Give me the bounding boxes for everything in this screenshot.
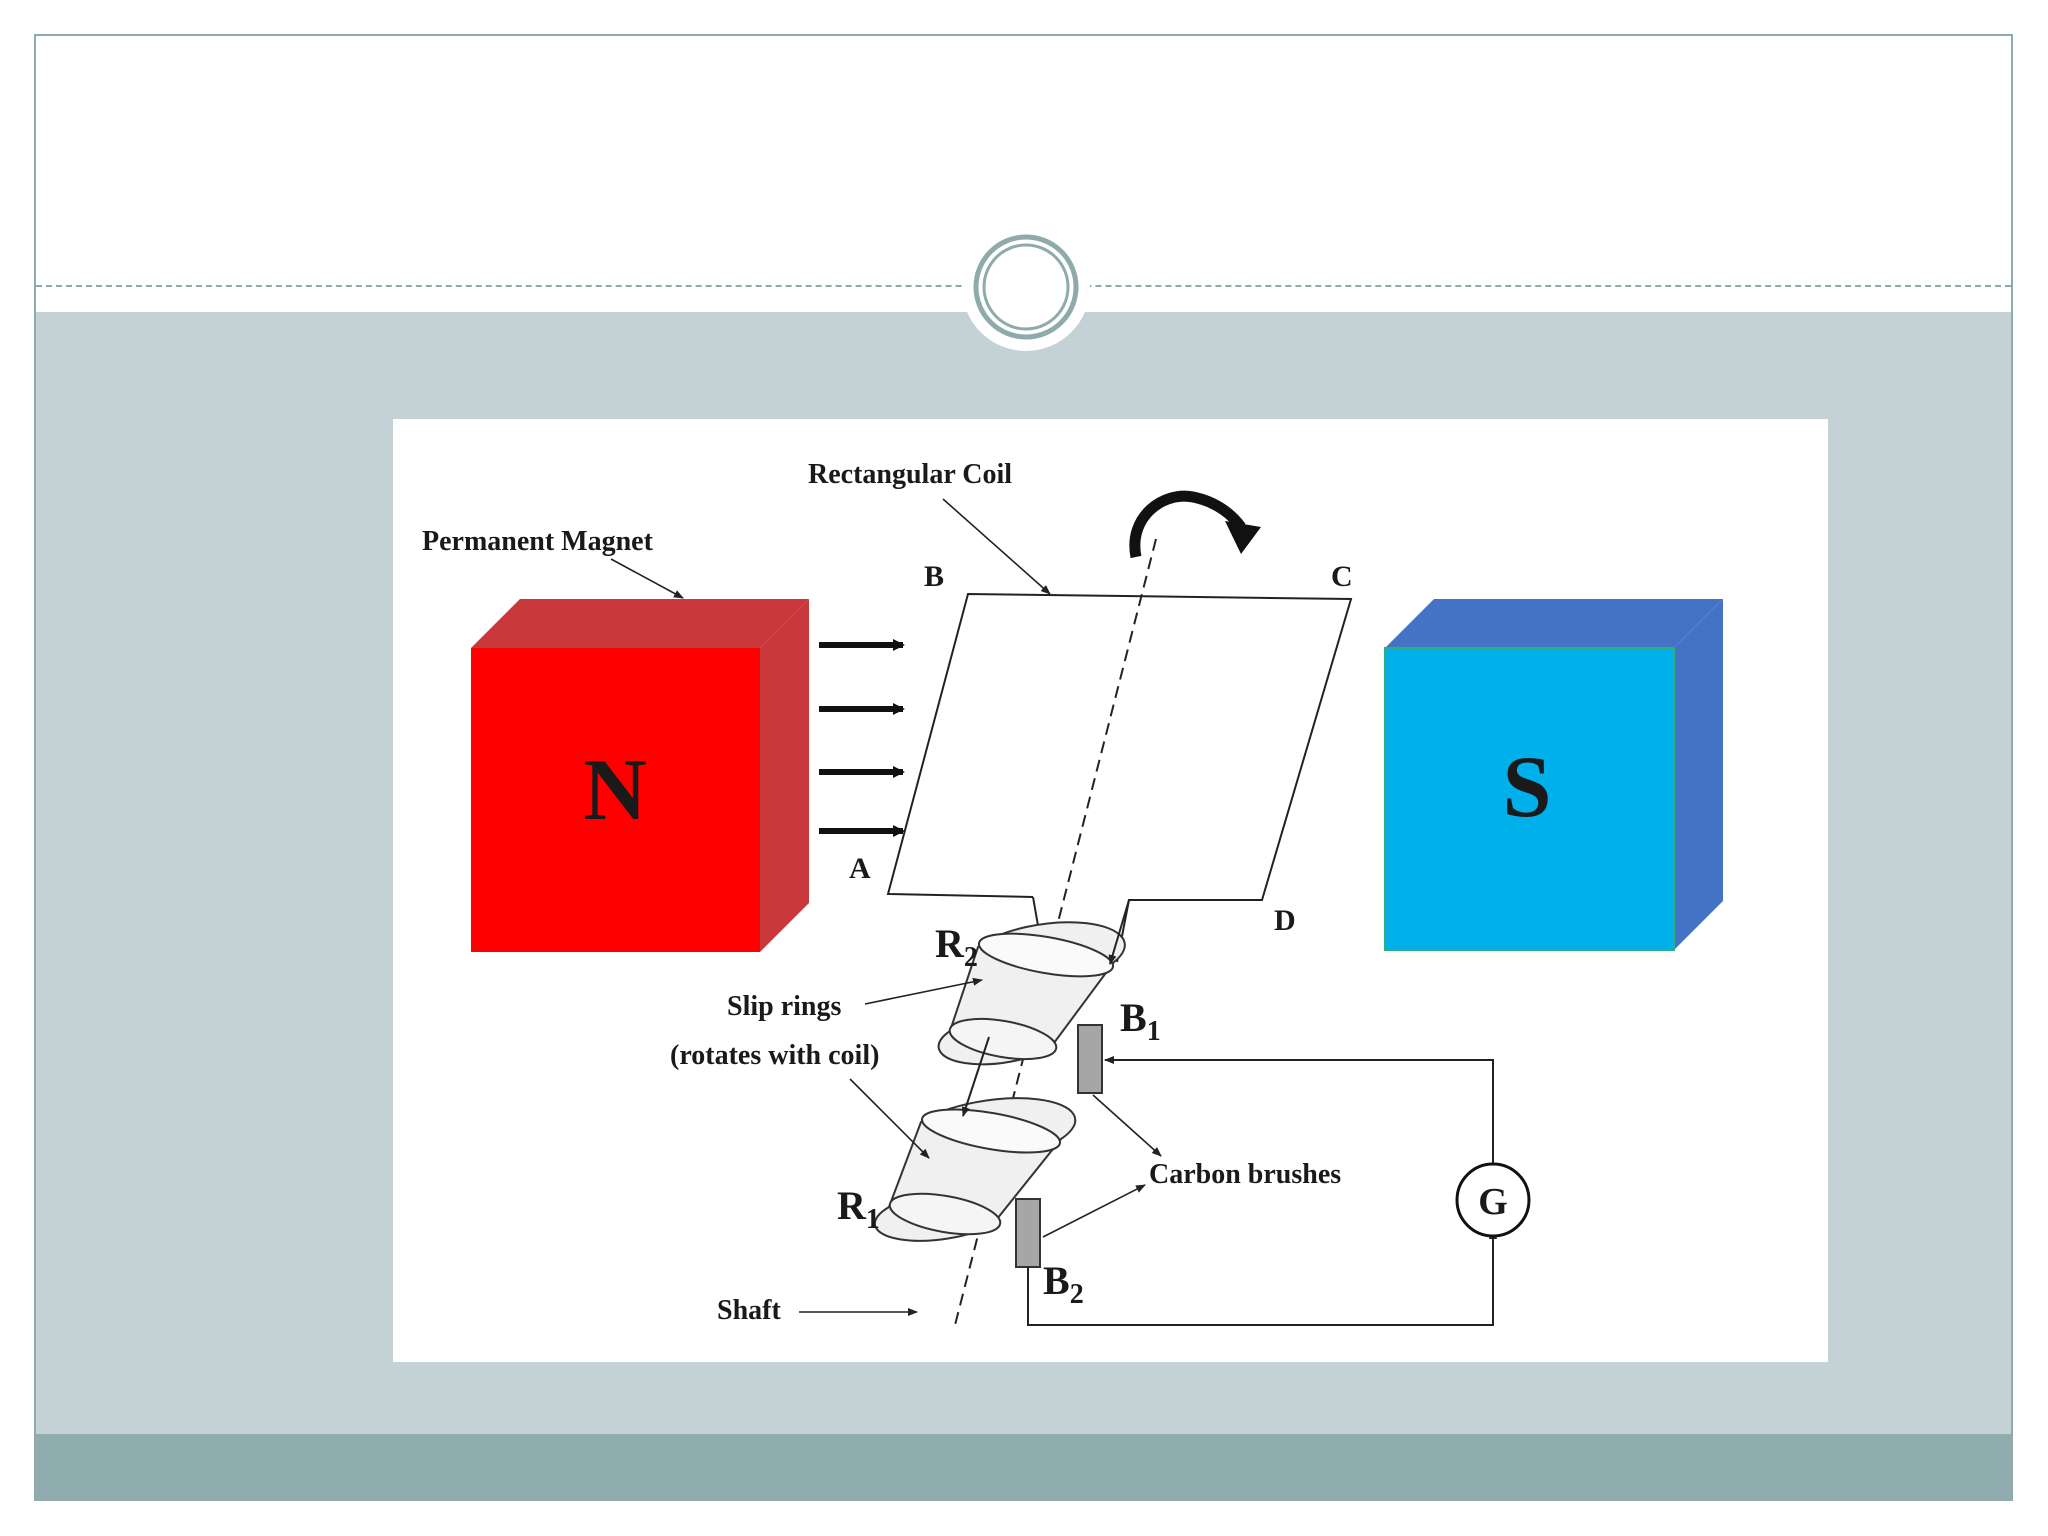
label-shaft: Shaft bbox=[717, 1295, 781, 1326]
south-magnet-side bbox=[1674, 599, 1723, 950]
label-permanent-magnet: Permanent Magnet bbox=[422, 526, 654, 557]
footer-bar bbox=[36, 1434, 2011, 1499]
south-magnet: S bbox=[1384, 599, 1723, 951]
corner-d: D bbox=[1274, 904, 1296, 937]
carbon-brush-b2 bbox=[1015, 1198, 1041, 1268]
north-magnet: N bbox=[471, 599, 809, 952]
label-rotates-with-coil: (rotates with coil) bbox=[670, 1040, 879, 1071]
south-pole-label: S bbox=[1503, 739, 1552, 836]
north-magnet-top bbox=[471, 599, 809, 648]
pointer-rectangular-coil bbox=[942, 498, 1051, 595]
pointer-permanent-magnet bbox=[610, 558, 684, 599]
north-magnet-side bbox=[760, 599, 809, 952]
slide: N S bbox=[34, 34, 2013, 1501]
slip-ring-r2 bbox=[937, 921, 1126, 1066]
lead-from-d bbox=[1108, 899, 1130, 965]
pointer-slip-ring-top bbox=[864, 977, 983, 1005]
label-b1: B1 bbox=[1120, 995, 1161, 1047]
carbon-brush-b1 bbox=[1077, 1024, 1103, 1094]
label-carbon-brushes: Carbon brushes bbox=[1149, 1159, 1341, 1190]
pointer-lines bbox=[610, 498, 1162, 1316]
ring-icon bbox=[973, 234, 1079, 340]
south-magnet-top bbox=[1385, 599, 1723, 648]
circuit-wire-b2 bbox=[1027, 1229, 1497, 1326]
label-r1: R1 bbox=[837, 1183, 880, 1235]
north-pole-label: N bbox=[583, 742, 647, 839]
galvanometer-icon bbox=[1455, 1162, 1531, 1238]
north-magnet-front bbox=[471, 648, 760, 952]
label-slip-rings: Slip rings bbox=[727, 991, 841, 1022]
rotation-arrow-icon bbox=[1129, 490, 1261, 559]
pointer-slip-ring-bottom bbox=[849, 1078, 930, 1159]
south-magnet-front bbox=[1384, 647, 1675, 951]
ac-generator-diagram: N S bbox=[422, 459, 1723, 1330]
label-r2: R2 bbox=[935, 921, 978, 973]
field-arrows bbox=[819, 639, 905, 837]
corner-a: A bbox=[849, 852, 871, 885]
corner-c: C bbox=[1331, 560, 1353, 593]
slip-ring-r1 bbox=[873, 1097, 1077, 1242]
galvanometer: G bbox=[1455, 1162, 1531, 1238]
ac-generator-figure: N S bbox=[393, 419, 1828, 1362]
label-b2: B2 bbox=[1043, 1258, 1084, 1310]
pointer-brush-b1 bbox=[1092, 1094, 1162, 1157]
circuit-wire-b1 bbox=[1104, 1056, 1494, 1170]
pointer-brush-b2 bbox=[1042, 1184, 1146, 1238]
lead-to-r1 bbox=[962, 1036, 990, 1117]
label-rectangular-coil: Rectangular Coil bbox=[808, 459, 1012, 490]
corner-b: B bbox=[924, 560, 944, 593]
galvanometer-label: G bbox=[1478, 1181, 1508, 1223]
